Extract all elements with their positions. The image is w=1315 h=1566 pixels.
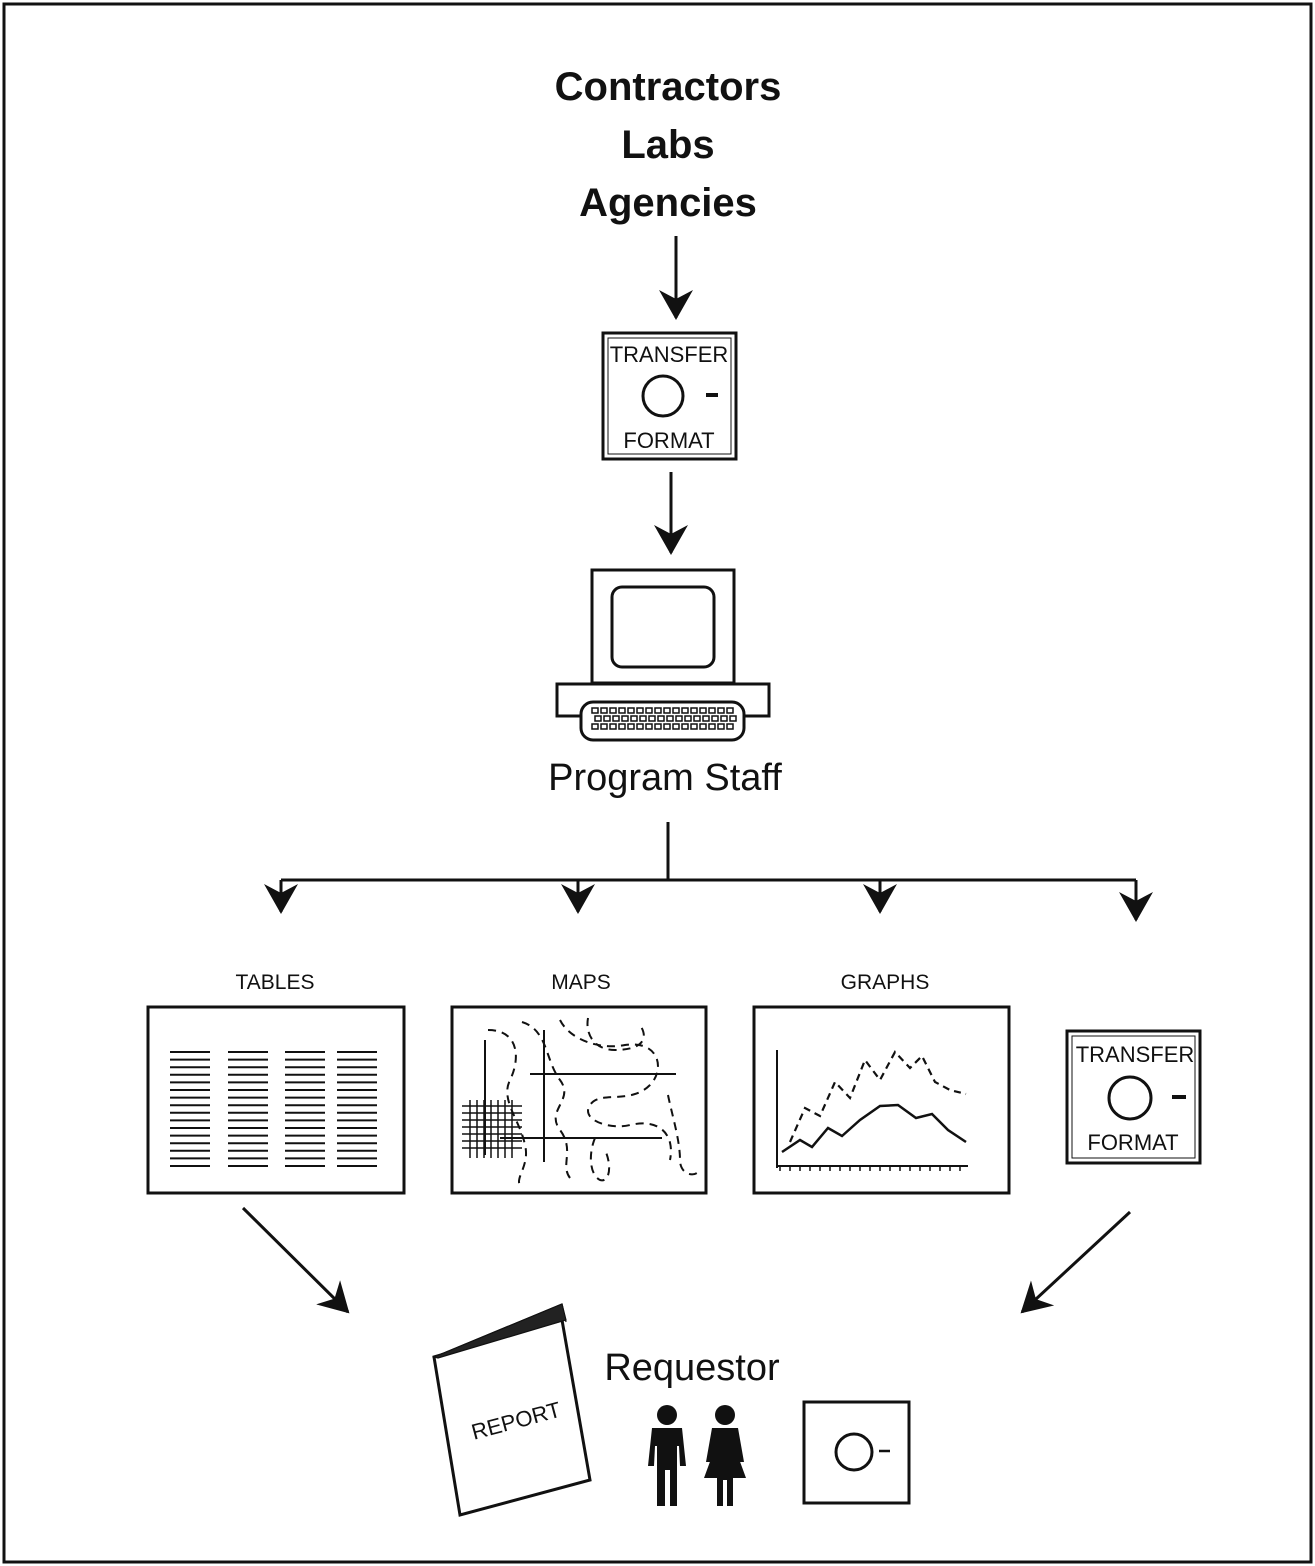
keyboard-key bbox=[618, 723, 626, 730]
report-booklet-icon: REPORT bbox=[432, 1303, 592, 1517]
keyboard-key bbox=[627, 707, 635, 714]
requestor-label: Requestor bbox=[604, 1347, 780, 1389]
keyboard-key bbox=[684, 715, 692, 722]
table-document-icon bbox=[146, 1005, 406, 1195]
line-graph-icon bbox=[752, 1005, 1011, 1195]
keyboard-key bbox=[699, 707, 707, 714]
contour-map-icon bbox=[450, 1005, 708, 1195]
transfer-label-bottom: FORMAT bbox=[623, 428, 714, 453]
keyboard-key bbox=[681, 723, 689, 730]
keyboard-key bbox=[726, 707, 734, 714]
keyboard-key bbox=[639, 715, 647, 722]
keyboard-key bbox=[603, 715, 611, 722]
keyboard-key bbox=[681, 707, 689, 714]
keyboard-key bbox=[708, 707, 716, 714]
source-label-labs: Labs bbox=[621, 123, 714, 167]
keyboard-key bbox=[600, 723, 608, 730]
transfer-label-top: TRANSFER bbox=[610, 342, 729, 367]
keyboard-key bbox=[630, 715, 638, 722]
keyboard-key bbox=[708, 723, 716, 730]
keyboard-key bbox=[654, 707, 662, 714]
keyboard-key bbox=[618, 707, 626, 714]
disk-icon bbox=[802, 1400, 911, 1505]
keyboard-key bbox=[627, 723, 635, 730]
branch-connector bbox=[264, 822, 1153, 922]
keyboard-key bbox=[621, 715, 629, 722]
keyboard-key bbox=[699, 723, 707, 730]
output-label-maps: MAPS bbox=[551, 971, 611, 994]
source-label-contractors: Contractors bbox=[555, 65, 782, 109]
keyboard-key bbox=[693, 715, 701, 722]
arrow-transfer-to-requestor bbox=[1020, 1210, 1132, 1314]
keyboard-key bbox=[645, 723, 653, 730]
keyboard-key bbox=[672, 723, 680, 730]
transfer-output-label-bottom: FORMAT bbox=[1087, 1130, 1178, 1155]
keyboard-key bbox=[663, 723, 671, 730]
keyboard-key bbox=[690, 723, 698, 730]
keyboard-key bbox=[591, 723, 599, 730]
computer-terminal-icon bbox=[555, 568, 771, 742]
keyboard-key bbox=[648, 715, 656, 722]
keyboard-key bbox=[636, 707, 644, 714]
program-staff-label: Program Staff bbox=[548, 757, 782, 799]
keyboard-key bbox=[675, 715, 683, 722]
keyboard-key bbox=[690, 707, 698, 714]
keyboard-key bbox=[591, 707, 599, 714]
transfer-output-label-top: TRANSFER bbox=[1076, 1042, 1195, 1067]
keyboard-key bbox=[609, 723, 617, 730]
keyboard-key bbox=[654, 723, 662, 730]
keyboard-key bbox=[657, 715, 665, 722]
transfer-format-disk-icon-output bbox=[1065, 1029, 1202, 1165]
source-label-agencies: Agencies bbox=[579, 181, 757, 225]
keyboard-key bbox=[663, 707, 671, 714]
people-icon bbox=[648, 1405, 746, 1506]
keyboard-key bbox=[729, 715, 737, 722]
keyboard-key bbox=[720, 715, 728, 722]
keyboard-key bbox=[609, 707, 617, 714]
keyboard-key bbox=[612, 715, 620, 722]
keyboard-key bbox=[594, 715, 602, 722]
keyboard-key bbox=[726, 723, 734, 730]
keyboard-key bbox=[711, 715, 719, 722]
keyboard-key bbox=[600, 707, 608, 714]
output-label-tables: TABLES bbox=[236, 971, 315, 994]
keyboard-key bbox=[636, 723, 644, 730]
output-label-graphs: GRAPHS bbox=[841, 971, 930, 994]
transfer-format-disk-icon bbox=[601, 331, 738, 461]
keyboard-key bbox=[666, 715, 674, 722]
keyboard-key bbox=[645, 707, 653, 714]
keyboard-key bbox=[717, 707, 725, 714]
keyboard-key bbox=[702, 715, 710, 722]
keyboard-key bbox=[672, 707, 680, 714]
keyboard-key bbox=[717, 723, 725, 730]
arrow-tables-to-requestor bbox=[241, 1206, 350, 1314]
